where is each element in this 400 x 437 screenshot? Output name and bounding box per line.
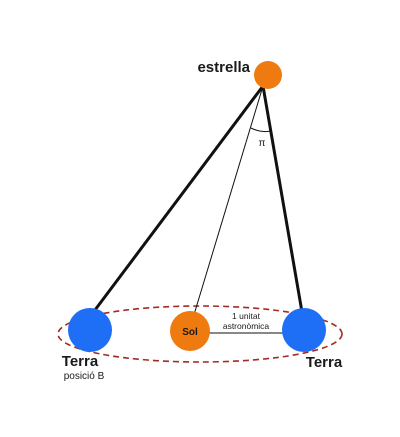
au-label-line1: 1 unitat — [232, 311, 261, 321]
star-circle — [254, 61, 282, 89]
au-label-line2: astronòmica — [223, 321, 270, 331]
earth-position-a-circle — [282, 308, 326, 352]
earth-position-b-circle — [68, 308, 112, 352]
sightline-earth-b — [90, 84, 265, 316]
earth-a-label: Terra — [306, 354, 343, 371]
sun-circle — [170, 311, 210, 351]
star-label: estrella — [197, 59, 250, 76]
sun-label: Sol — [182, 327, 198, 338]
earth-b-sublabel: posició B — [64, 371, 105, 382]
earth-b-label: Terra — [62, 353, 99, 370]
sightline-earth-a — [261, 84, 304, 314]
parallax-symbol-label: π — [259, 138, 266, 149]
earth-orbit — [57, 305, 343, 363]
sightline-sun — [192, 85, 264, 319]
parallax-angle-arc — [250, 127, 272, 133]
